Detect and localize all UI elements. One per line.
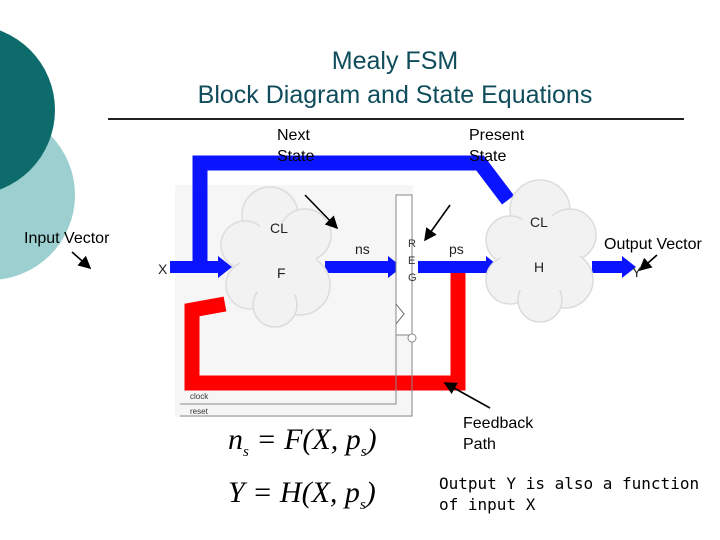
next-state-callout-arrow [304,194,339,230]
ns-arrowhead [388,256,402,278]
output-equation: Y = H(X, ps) [228,476,376,513]
ns-bar [325,261,390,273]
blue-top-path [192,155,514,265]
signal-ps-label: ps [449,241,464,257]
cl-left-label: CL [270,220,288,236]
feedback-path-callout-arrow [443,382,491,409]
slide-title-line2: Block Diagram and State Equations [197,81,593,109]
cl-right-label: CL [530,214,548,230]
present-state-callout-arrow [424,204,451,242]
feedback-path-label: Feedback Path [463,415,534,453]
clock-label: clock [190,392,209,401]
clock-line [180,318,397,405]
output-vector-label: Output Vector [604,236,702,253]
right-combinational-cloud [485,179,597,323]
present-state-label: Present State [469,127,525,165]
reg-g-label: G [408,272,417,284]
input-x-arrowhead [218,256,232,278]
output-vector-callout-arrow [638,254,658,272]
left-combinational-cloud [220,186,332,328]
state-register [395,194,413,336]
reg-e-label: E [408,255,416,267]
slide-title-line1: Mealy FSM [331,47,459,75]
output-note-label: Output Y is also a function of input X [439,474,700,514]
h-label: H [534,259,545,275]
reset-label: reset [190,407,208,416]
reset-line [180,342,413,417]
input-vector-callout-arrow [71,251,92,270]
signal-y-label: Y [632,264,642,280]
input-vector-label: Input Vector [24,230,110,247]
dark-teal-circle [0,30,55,190]
output-y-bar [592,261,624,273]
f-label: F [277,265,286,281]
next-state-equation: ns = F(X, ps) [228,423,377,460]
signal-ns-label: ns [355,241,370,257]
input-x-bar [170,261,220,273]
output-y-arrowhead [622,256,636,278]
reg-r-label: R [408,238,416,250]
register-clock-triangle [395,303,405,325]
ps-bar [418,261,488,273]
title-divider [108,118,684,120]
register-reset-bubble [407,333,417,343]
next-state-label: Next State [277,127,315,165]
signal-x-label: X [158,261,168,277]
red-feedback-path [184,270,466,391]
